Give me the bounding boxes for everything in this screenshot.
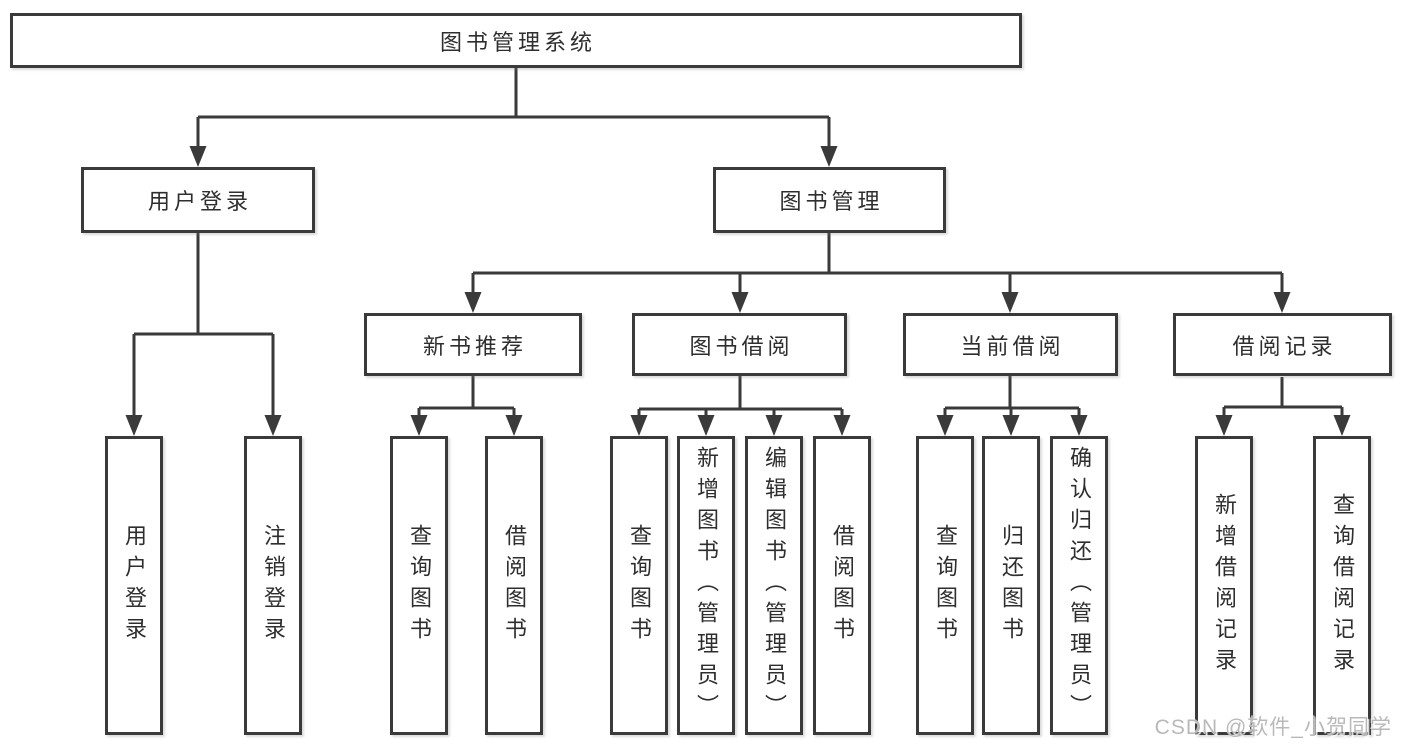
leaf-query-books-borrow: 查询图书 bbox=[610, 436, 668, 735]
watermark-text: CSDN @软件_小贺同学 bbox=[1154, 716, 1392, 739]
leaf-query-books-recommend: 查询图书 bbox=[390, 436, 448, 735]
leaf-label: 查询借阅记录 bbox=[1330, 492, 1355, 679]
leaf-borrow-books-recommend: 借阅图书 bbox=[485, 436, 543, 735]
leaf-label: 查询图书 bbox=[627, 523, 652, 648]
leaf-edit-books-admin: 编辑图书（管理员） bbox=[745, 436, 803, 735]
node-label: 当前借阅 bbox=[960, 333, 1065, 359]
node-book-borrowing: 图书借阅 bbox=[632, 313, 847, 376]
node-label: 用户登录 bbox=[147, 189, 252, 214]
leaf-label: 借阅图书 bbox=[502, 523, 527, 648]
node-label: 借阅记录 bbox=[1232, 333, 1337, 359]
leaf-label: 编辑图书（管理员） bbox=[762, 446, 787, 725]
leaf-query-borrow-record: 查询借阅记录 bbox=[1313, 436, 1371, 735]
node-book-management: 图书管理 bbox=[713, 167, 946, 233]
leaf-label: 用户登录 bbox=[122, 523, 147, 648]
leaf-query-books-current: 查询图书 bbox=[916, 436, 974, 735]
leaf-add-books-admin: 新增图书（管理员） bbox=[677, 436, 735, 735]
node-label: 新书推荐 bbox=[422, 333, 527, 359]
node-library-management-system: 图书管理系统 bbox=[10, 13, 1022, 68]
leaf-label: 归还图书 bbox=[999, 523, 1024, 648]
leaf-logout: 注销登录 bbox=[244, 436, 302, 735]
node-label: 图书借阅 bbox=[689, 333, 794, 359]
leaf-label: 新增借阅记录 bbox=[1212, 492, 1237, 679]
node-current-borrowing: 当前借阅 bbox=[903, 313, 1118, 376]
leaf-add-borrow-record: 新增借阅记录 bbox=[1195, 436, 1253, 735]
leaf-label: 查询图书 bbox=[933, 523, 958, 648]
leaf-label: 借阅图书 bbox=[830, 523, 855, 648]
leaf-return-books: 归还图书 bbox=[982, 436, 1040, 735]
leaf-label: 新增图书（管理员） bbox=[694, 446, 719, 725]
leaf-confirm-return-admin: 确认归还（管理员） bbox=[1050, 436, 1108, 735]
leaf-label: 查询图书 bbox=[407, 523, 432, 648]
node-label: 图书管理 bbox=[779, 189, 884, 214]
node-borrowing-records: 借阅记录 bbox=[1173, 313, 1392, 376]
leaf-borrow-books: 借阅图书 bbox=[813, 436, 871, 735]
leaf-label: 确认归还（管理员） bbox=[1067, 446, 1092, 725]
leaf-label: 注销登录 bbox=[261, 523, 286, 648]
node-new-book-recommendation: 新书推荐 bbox=[364, 313, 582, 376]
leaf-user-login: 用户登录 bbox=[105, 436, 163, 735]
node-user-login: 用户登录 bbox=[81, 167, 315, 233]
node-label: 图书管理系统 bbox=[439, 29, 596, 55]
